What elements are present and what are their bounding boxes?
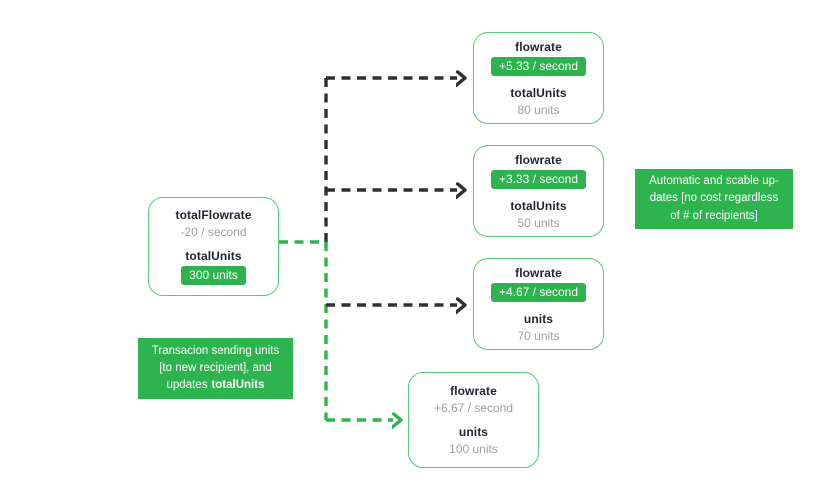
source-flowrate-value: -20 / second bbox=[180, 225, 247, 239]
recipient-node-2: flowrate +3.33 / second totalUnits 50 un… bbox=[473, 145, 604, 237]
flowrate-label: flowrate bbox=[515, 152, 562, 167]
units-label: totalUnits bbox=[510, 85, 567, 100]
source-node: totalFlowrate -20 / second totalUnits 30… bbox=[148, 197, 279, 296]
annotation-line-prefix: updates bbox=[166, 379, 208, 392]
source-flowrate-label: totalFlowrate bbox=[175, 208, 252, 222]
flowrate-label: flowrate bbox=[450, 384, 497, 398]
units-label: totalUnits bbox=[510, 198, 567, 213]
annotation-line: [to new recipient], and bbox=[159, 361, 272, 374]
flowrate-value: +6.67 / second bbox=[433, 401, 514, 415]
units-label: units bbox=[458, 425, 489, 439]
units-value: 70 units bbox=[517, 328, 560, 343]
flowrate-label: flowrate bbox=[515, 265, 562, 280]
recipient-node-4: flowrate +6.67 / second units 100 units bbox=[408, 372, 539, 468]
source-units-label: totalUnits bbox=[185, 249, 242, 263]
annotation-line: Automatic and scable up- bbox=[649, 175, 779, 188]
units-value: 50 units bbox=[517, 215, 560, 230]
flowrate-label: flowrate bbox=[515, 39, 562, 54]
units-value: 100 units bbox=[449, 442, 498, 456]
recipient-node-3: flowrate +4.67 / second units 70 units bbox=[473, 258, 604, 350]
flowrate-badge: +3.33 / second bbox=[490, 169, 587, 189]
recipient-node-1: flowrate +5.33 / second totalUnits 80 un… bbox=[473, 32, 604, 124]
source-units-badge: 300 units bbox=[181, 266, 246, 285]
annotation-line: Transacion sending units bbox=[151, 344, 280, 357]
annotation-line: of # of recipients] bbox=[670, 209, 758, 222]
flowrate-badge: +4.67 / second bbox=[490, 282, 587, 302]
units-value: 80 units bbox=[517, 102, 560, 117]
annotation-transaction: Transacion sending units [to new recipie… bbox=[138, 338, 293, 399]
flowrate-badge: +5.33 / second bbox=[490, 56, 587, 76]
units-label: units bbox=[523, 311, 554, 326]
annotation-line: dates [no cost regardless bbox=[649, 192, 779, 205]
annotation-auto-updates: Automatic and scable up- dates [no cost … bbox=[635, 169, 793, 229]
annotation-line-bold: totalUnits bbox=[211, 379, 265, 392]
